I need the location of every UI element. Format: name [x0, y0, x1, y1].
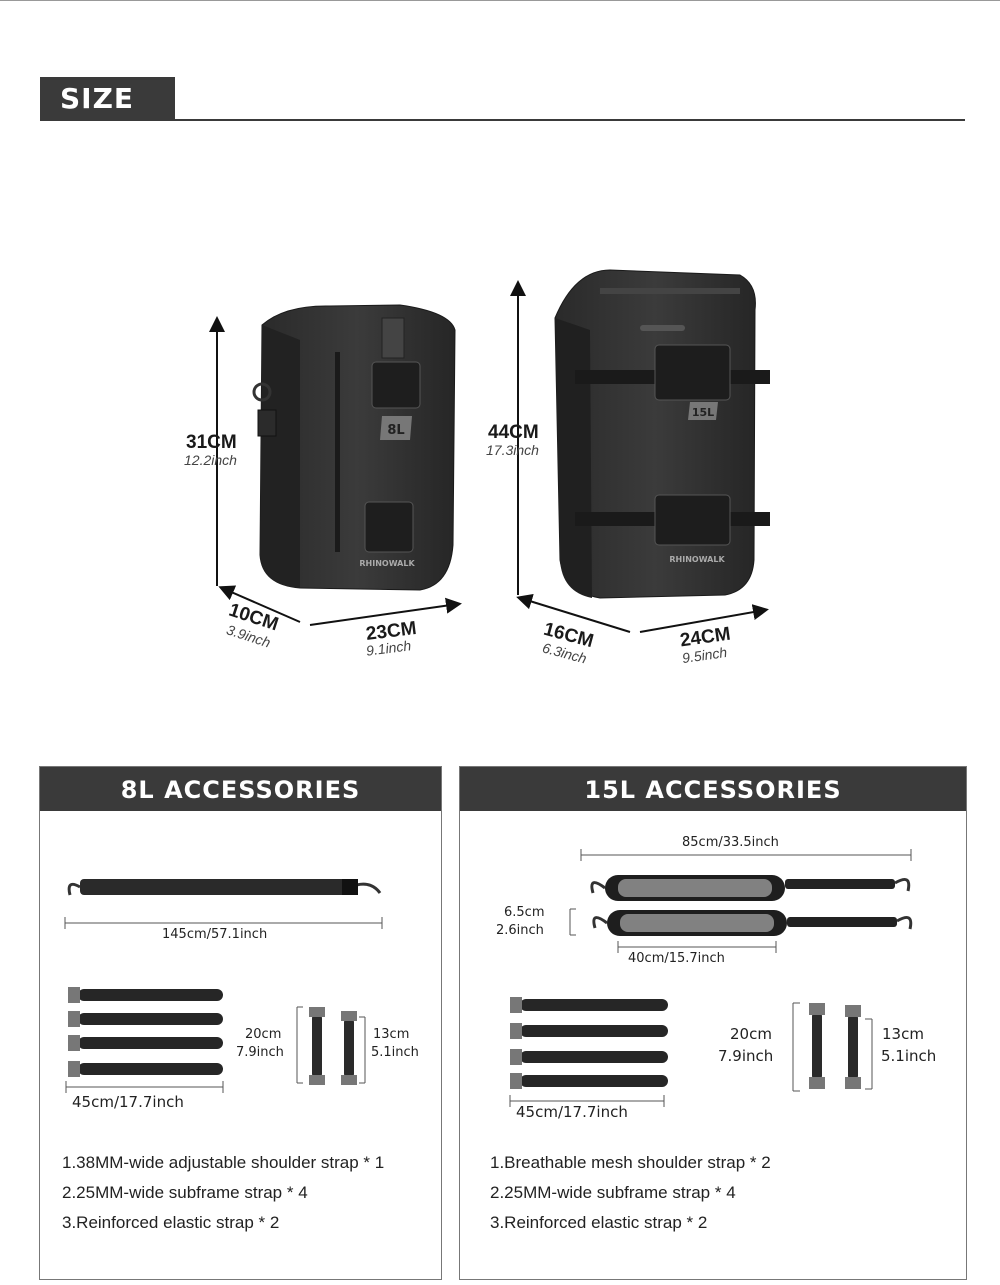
acc15-subframe-length: 45cm/17.7inch: [516, 1103, 628, 1121]
accessories-15l-illustration: [509, 849, 913, 1107]
accessories-8l-panel: 8L ACCESSORIES: [39, 766, 442, 1280]
acc8-item-3: 3.Reinforced elastic strap * 2: [62, 1213, 280, 1232]
bag-8l-image: [252, 304, 456, 591]
acc8-shoulder-length: 145cm/57.1inch: [162, 927, 268, 942]
acc15-item-1: 1.Breathable mesh shoulder strap * 2: [490, 1153, 771, 1172]
accessories-15l-panel: 15L ACCESSORIES: [459, 766, 967, 1280]
bag-8l-height-in: 12.2inch: [184, 452, 237, 468]
bag-15l-brand: RHINOWALK: [669, 555, 725, 564]
bag-8l-width-arrow: [309, 597, 462, 626]
acc15-elastic-long-in: 7.9inch: [718, 1047, 774, 1065]
bag-15l-width-arrow: [639, 604, 769, 633]
size-section-rule: [175, 119, 965, 121]
acc8-elastic-long-in: 7.9inch: [236, 1045, 284, 1060]
acc8-elastic-short-in: 5.1inch: [371, 1045, 419, 1060]
acc8-item-1: 1.38MM-wide adjustable shoulder strap * …: [62, 1153, 385, 1172]
acc8-elastic-long-cm: 20cm: [245, 1027, 282, 1042]
acc15-pad-length: 40cm/15.7inch: [628, 951, 725, 966]
acc15-elastic-short-in: 5.1inch: [881, 1047, 937, 1065]
acc15-pad-width-in: 2.6inch: [496, 923, 544, 938]
bag-15l-height-in: 17.3inch: [486, 442, 539, 458]
bags-dimension-illustration: 8L RHINOWALK 15L RHINOWALK: [209, 269, 770, 633]
bag-15l-image: [554, 269, 770, 599]
bag-15l-badge: 15L: [692, 406, 714, 419]
bag-8l-depth-arrow: [218, 585, 301, 623]
size-section-tab: SIZE: [40, 77, 175, 121]
accessories-8l-title: 8L ACCESSORIES: [40, 767, 441, 811]
bag-15l-height-cm: 44CM: [488, 422, 539, 443]
top-divider: [0, 0, 1000, 1]
size-title: SIZE: [60, 82, 135, 115]
accessories-8l-illustration: [64, 879, 383, 1093]
acc15-item-3: 3.Reinforced elastic strap * 2: [490, 1213, 708, 1232]
bag-8l-height-cm: 31CM: [186, 432, 237, 453]
acc15-pad-width-cm: 6.5cm: [504, 905, 545, 920]
bag-8l-brand: RHINOWALK: [359, 559, 415, 568]
acc15-elastic-long-cm: 20cm: [730, 1025, 772, 1043]
acc8-item-2: 2.25MM-wide subframe strap * 4: [62, 1183, 308, 1202]
acc15-item-2: 2.25MM-wide subframe strap * 4: [490, 1183, 736, 1202]
acc8-subframe-length: 45cm/17.7inch: [72, 1093, 184, 1111]
acc15-elastic-short-cm: 13cm: [882, 1025, 924, 1043]
accessories-15l-title: 15L ACCESSORIES: [460, 767, 966, 811]
acc15-shoulder-length: 85cm/33.5inch: [682, 835, 779, 850]
bag-15l-depth-arrow: [516, 593, 631, 633]
acc8-elastic-short-cm: 13cm: [373, 1027, 410, 1042]
bag-8l-badge: 8L: [387, 423, 404, 438]
